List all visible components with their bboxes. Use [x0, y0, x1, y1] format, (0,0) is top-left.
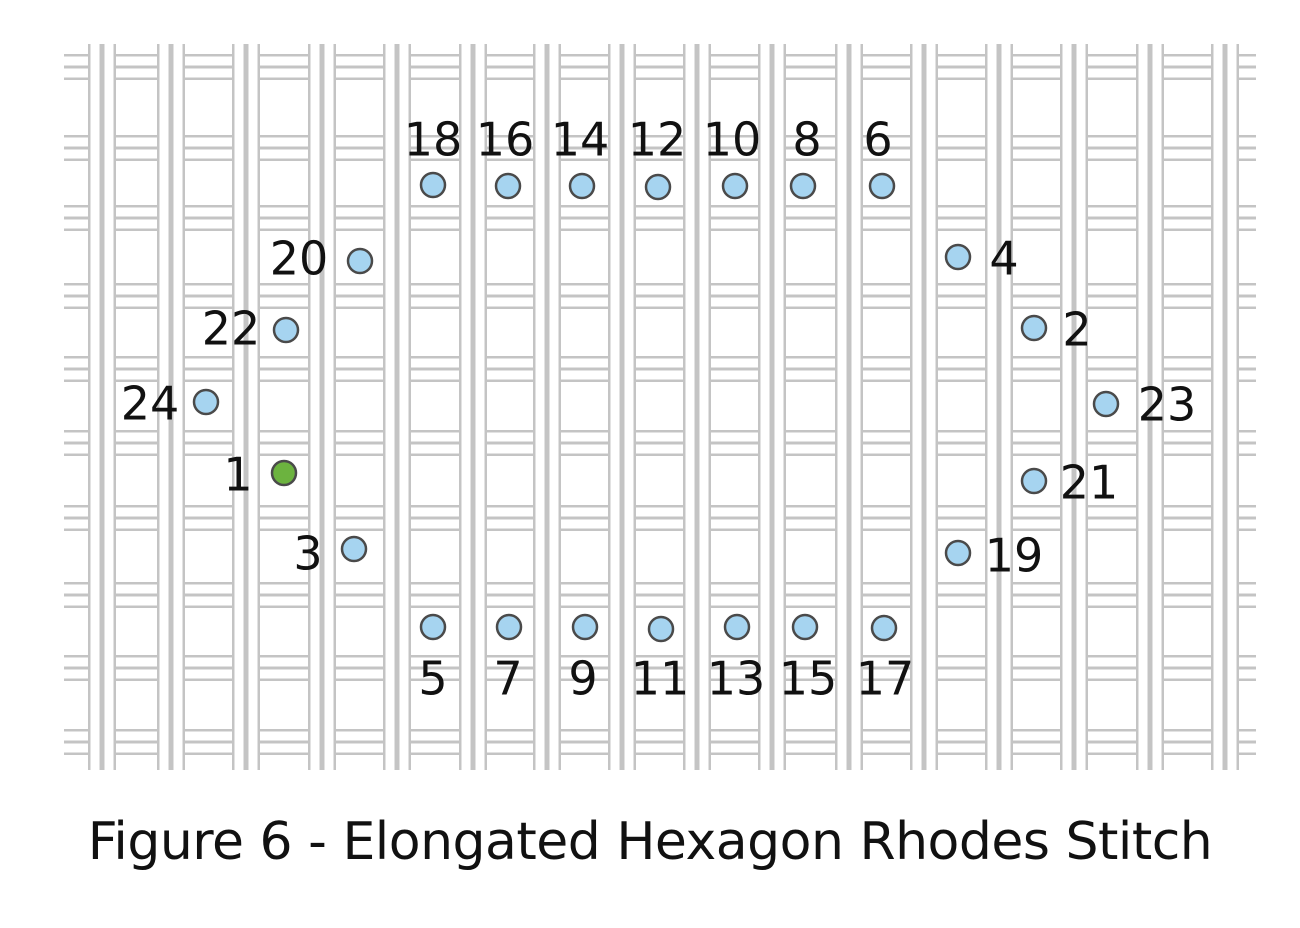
hole-number-label: 20: [270, 232, 329, 286]
stitch-hole-16: 16: [476, 113, 535, 200]
hole-dot: [870, 614, 898, 642]
hole-number-label: 14: [551, 113, 610, 167]
stitch-hole-13: 13: [707, 613, 766, 706]
hole-number-label: 22: [202, 302, 261, 356]
hole-number-label: 1: [223, 448, 252, 502]
hole-dot: [721, 172, 749, 200]
stitch-hole-22: 22: [202, 302, 300, 356]
hole-dot: [346, 247, 374, 275]
stitch-hole-24: 24: [121, 377, 220, 431]
stitch-hole-17: 17: [856, 614, 915, 706]
hole-dot: [571, 613, 599, 641]
stitch-hole-18: 18: [404, 113, 463, 199]
hole-dot: [1020, 467, 1048, 495]
hole-number-label: 7: [493, 652, 522, 706]
hole-number-label: 11: [631, 652, 690, 706]
stitch-hole-3: 3: [293, 527, 368, 581]
hole-number-label: 24: [121, 377, 180, 431]
hole-dot: [868, 172, 896, 200]
hole-number-label: 9: [568, 652, 597, 706]
stitch-hole-10: 10: [703, 113, 762, 200]
hole-dot: [791, 613, 819, 641]
stitch-hole-8: 8: [789, 113, 822, 200]
start-hole-dot: [270, 459, 298, 487]
hole-number-label: 3: [293, 527, 322, 581]
hole-dot: [647, 615, 675, 643]
stitch-hole-19: 19: [944, 529, 1044, 583]
hole-number-label: 18: [404, 113, 463, 167]
hole-dot: [272, 316, 300, 344]
stitch-hole-23: 23: [1092, 378, 1197, 432]
hole-number-label: 2: [1062, 303, 1091, 357]
hole-dot: [419, 613, 447, 641]
canvas-grid: [64, 44, 1256, 770]
hole-number-label: 16: [476, 113, 535, 167]
stitch-hole-6: 6: [863, 113, 896, 200]
hole-dot: [1092, 390, 1120, 418]
stitch-hole-15: 15: [779, 613, 838, 706]
stitch-hole-20: 20: [270, 232, 374, 286]
stitch-hole-11: 11: [631, 615, 690, 706]
stitch-hole-5: 5: [418, 613, 448, 706]
hole-number-label: 15: [779, 652, 838, 706]
hole-dot: [419, 171, 447, 199]
figure-caption: Figure 6 - Elongated Hexagon Rhodes Stit…: [87, 812, 1213, 872]
hole-number-label: 23: [1138, 378, 1197, 432]
stitch-hole-2: 2: [1020, 303, 1092, 357]
stitch-hole-14: 14: [551, 113, 610, 200]
stitch-hole-4: 4: [944, 232, 1019, 286]
hole-dot: [340, 535, 368, 563]
hole-dot: [644, 173, 672, 201]
hole-number-label: 5: [418, 652, 447, 706]
hole-number-label: 21: [1060, 456, 1119, 510]
hole-number-label: 17: [856, 652, 915, 706]
hole-number-label: 12: [628, 113, 687, 167]
hole-dot: [494, 172, 522, 200]
stitch-hole-9: 9: [568, 613, 599, 706]
hole-dot: [944, 243, 972, 271]
hole-dot: [944, 539, 972, 567]
hole-dot: [192, 388, 220, 416]
stitch-hole-21: 21: [1020, 456, 1119, 510]
hole-dot: [1020, 314, 1048, 342]
hole-number-label: 13: [707, 652, 766, 706]
hole-dot: [789, 172, 817, 200]
hole-number-label: 19: [985, 529, 1044, 583]
hole-number-label: 6: [863, 113, 892, 167]
hole-number-label: 4: [989, 232, 1018, 286]
stitch-hole-1: 1: [223, 448, 298, 502]
hole-number-label: 10: [703, 113, 762, 167]
hole-number-label: 8: [792, 113, 821, 167]
hole-dot: [568, 172, 596, 200]
stitch-hole-7: 7: [493, 613, 523, 706]
hole-dot: [723, 613, 751, 641]
stitch-hole-12: 12: [628, 113, 687, 201]
hole-dot: [495, 613, 523, 641]
